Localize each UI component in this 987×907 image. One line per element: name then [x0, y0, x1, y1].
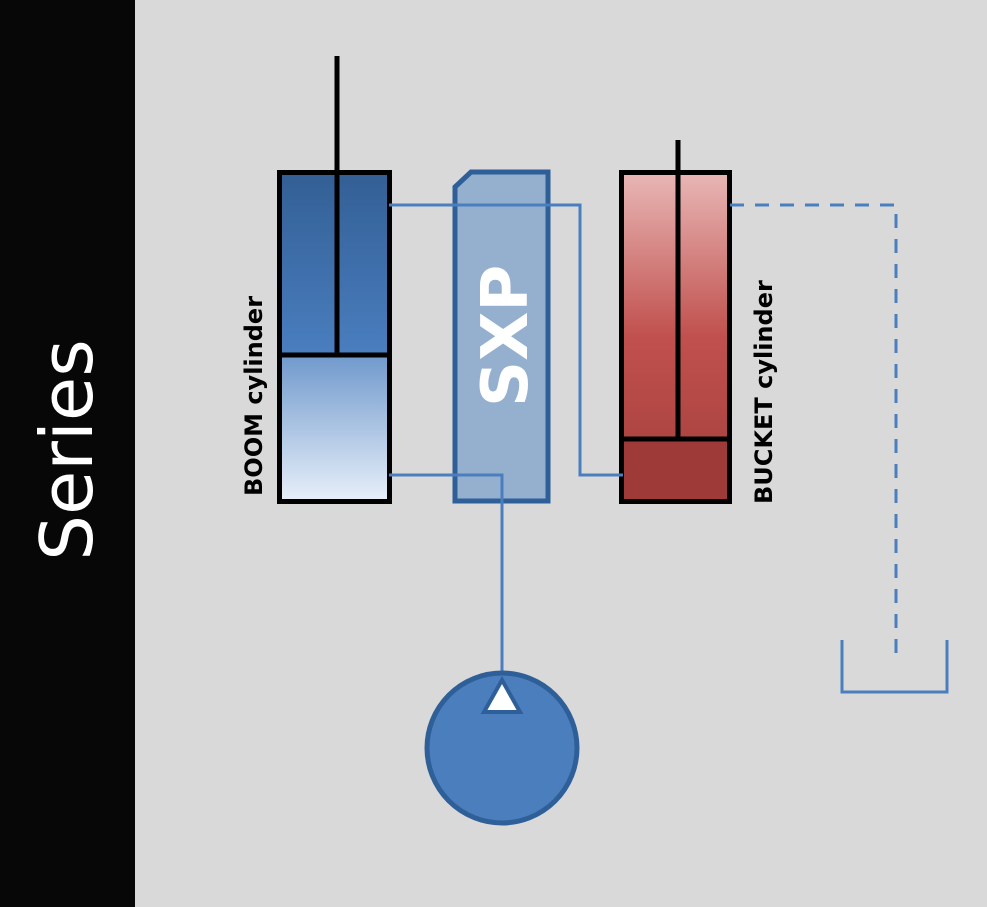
return-line [730, 203, 898, 660]
bucket-piston-chamber [623, 439, 728, 501]
sidebar: Series [0, 0, 135, 907]
boom-piston-chamber [281, 355, 388, 499]
sxp-valve-label: SXP [469, 265, 543, 407]
pump-circle-icon [424, 670, 580, 826]
pump-supply-line [389, 473, 504, 690]
tank-reservoir-icon [840, 640, 949, 694]
boom-cylinder-label: BOOM cylinder [240, 296, 268, 496]
diagram-canvas: BOOM cylinder SXP BUCKET cylinder [240, 56, 949, 826]
sidebar-title: Series [25, 339, 109, 561]
bucket-cylinder [619, 140, 732, 504]
boom-cylinder [277, 56, 392, 504]
hydraulic-diagram: BOOM cylinder SXP BUCKET cylinder [135, 0, 987, 907]
bucket-cylinder-label: BUCKET cylinder [750, 280, 778, 504]
boom-to-bucket-line [389, 203, 623, 477]
